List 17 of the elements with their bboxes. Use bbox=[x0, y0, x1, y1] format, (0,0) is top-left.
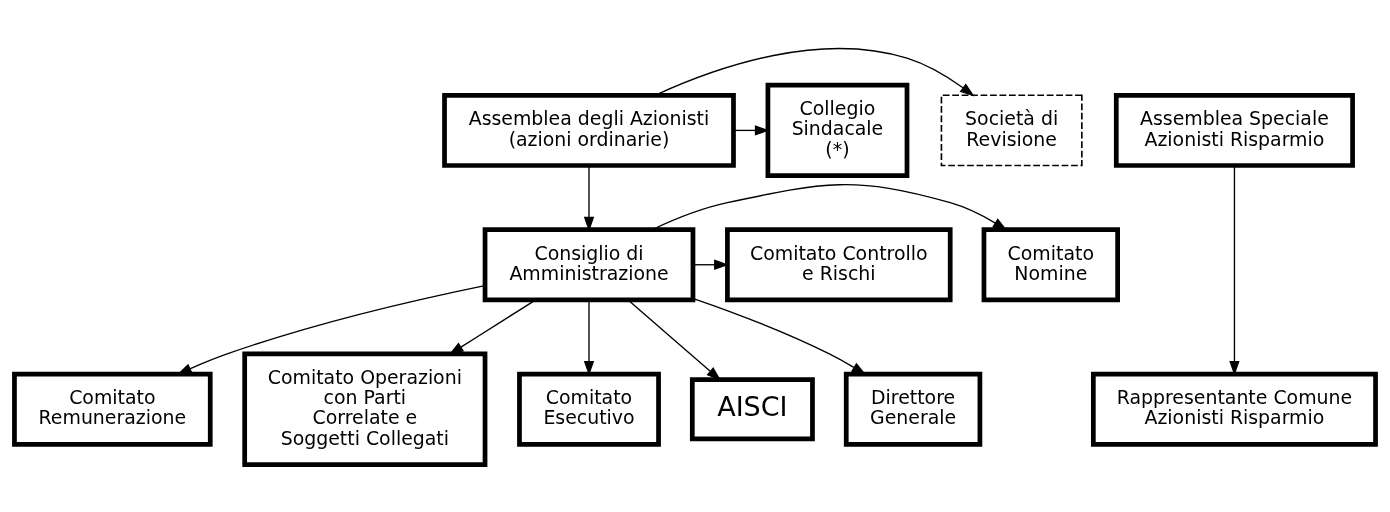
arrow bbox=[176, 284, 486, 375]
arrow bbox=[651, 183, 1008, 231]
node-box: Direttore Generale bbox=[843, 371, 983, 447]
node-box: Collegio Sindacale (*) bbox=[765, 82, 910, 178]
node-box: Assemblea degli Azionisti (azioni ordinarie) bbox=[442, 92, 736, 168]
node-box: Comitato Esecutivo bbox=[517, 371, 661, 447]
arrow bbox=[692, 297, 867, 375]
node-box: AISCI bbox=[689, 376, 815, 441]
node-box: Consiglio di Amministrazione bbox=[482, 226, 696, 302]
node-box: Comitato Nomine bbox=[981, 226, 1120, 302]
node-box: Assemblea Speciale Azionisti Risparmio bbox=[1113, 92, 1355, 168]
node-box: Società di Revisione bbox=[940, 94, 1083, 166]
node-box: Comitato Remunerazione bbox=[12, 371, 213, 447]
node-box: Comitato Controllo e Rischi bbox=[725, 226, 953, 302]
arrow bbox=[692, 259, 729, 270]
node-box: Rappresentante Comune Azionisti Risparmio bbox=[1090, 371, 1378, 447]
node-box: Comitato Operazioni con Parti Correlate e Soggetti Collegati bbox=[242, 351, 488, 467]
